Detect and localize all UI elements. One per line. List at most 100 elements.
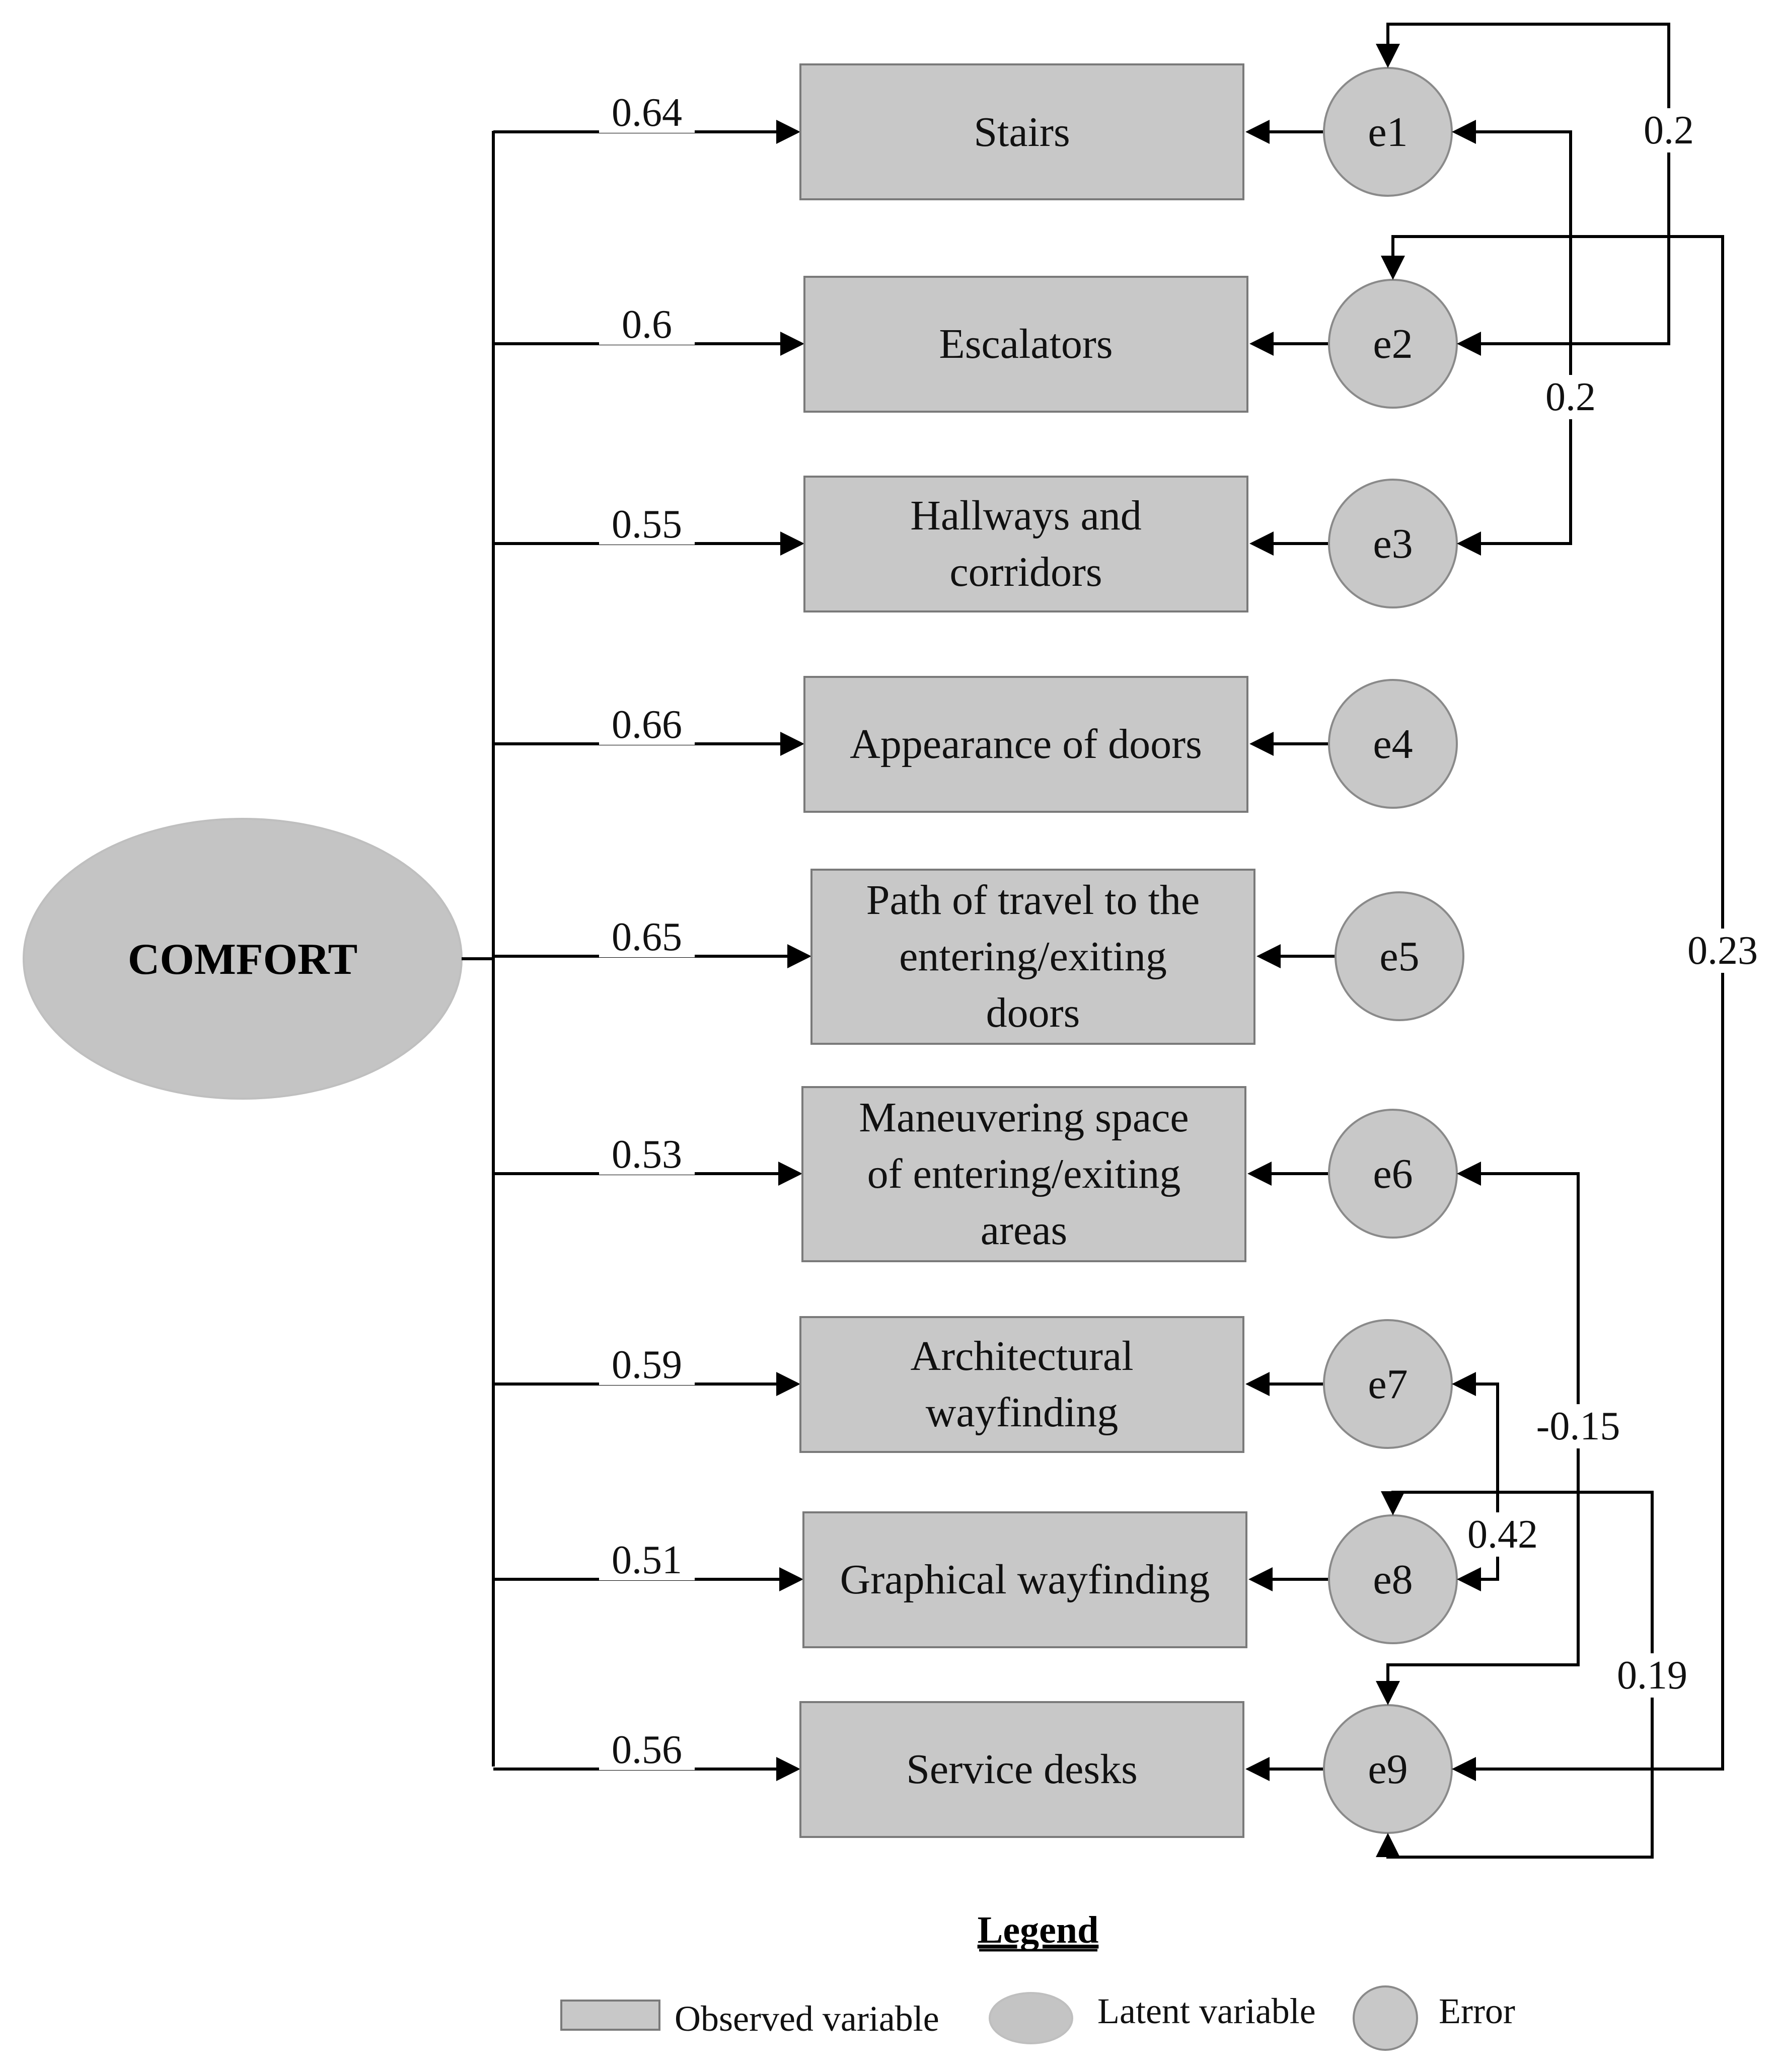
error-path-arrow (1245, 1372, 1270, 1396)
legend-latent-label: Latent variable (1097, 1991, 1316, 2031)
loading-arrow (776, 1372, 800, 1396)
error-label: e3 (1373, 520, 1413, 567)
loading-label-bg (599, 708, 695, 745)
latent-label: COMFORT (128, 935, 357, 984)
observed-label-line: Appearance of doors (850, 721, 1202, 768)
observed-box (803, 676, 1248, 813)
covariance-value: 0.19 (1617, 1653, 1687, 1698)
covariance-label-bg (1519, 1404, 1637, 1448)
error-path-arrow (1249, 332, 1274, 356)
observed-box (799, 1701, 1244, 1838)
covariance-path (1386, 23, 1670, 345)
legend-observed-label: Observed variable (675, 1999, 939, 2039)
observed-label-line: Maneuvering space (859, 1094, 1189, 1141)
error-path-arrow (1249, 732, 1274, 756)
covariance-e1-e2: 0.2 (1376, 23, 1707, 356)
legend-error-label: Error (1439, 1991, 1515, 2031)
covariance-arrow (1381, 256, 1405, 280)
observed-box (799, 63, 1244, 200)
error-path-arrow (1247, 1162, 1272, 1186)
loading-value: 0.65 (612, 915, 682, 959)
observed-box (810, 869, 1255, 1045)
covariance-label-bg (1674, 929, 1771, 973)
covariance-label-bg (1631, 108, 1707, 152)
loading-value: 0.53 (612, 1132, 682, 1177)
covariance-value: 0.23 (1687, 929, 1758, 973)
error-path-arrow (1245, 120, 1270, 144)
legend-observed-swatch (560, 2000, 660, 2031)
observed-label-line: Graphical wayfinding (840, 1556, 1210, 1603)
observed-box (799, 1316, 1244, 1453)
legend-latent-swatch (989, 1992, 1073, 2044)
loading-arrow (776, 120, 800, 144)
observed-label-line: Path of travel to the (866, 877, 1200, 924)
observed-box (801, 1086, 1246, 1262)
loading-arrow (779, 1567, 803, 1591)
observed-label-line: Service desks (906, 1746, 1138, 1793)
covariance-e2-e9: 0.23 (1381, 235, 1771, 1781)
error-label: e6 (1373, 1150, 1413, 1197)
loading-arrow (780, 531, 804, 556)
error-circle-e4 (1328, 679, 1458, 809)
covariance-arrow (1381, 1491, 1405, 1515)
observed-label-line: Escalators (939, 321, 1113, 367)
covariance-value: 0.2 (1644, 108, 1694, 152)
covariance-arrow (1452, 120, 1476, 144)
loading-value: 0.51 (612, 1538, 682, 1582)
error-label: e4 (1373, 721, 1413, 768)
loading-label-bg (599, 1733, 695, 1770)
covariance-arrow (1457, 332, 1481, 356)
error-label: e5 (1379, 933, 1419, 980)
legend: Legend Observed variable Latent variable… (560, 1909, 1515, 2051)
covariance-e7-e8: 0.42 (1452, 1372, 1551, 1591)
loading-value: 0.64 (612, 91, 682, 135)
loading-label-bg (599, 507, 695, 545)
error-label: e1 (1368, 109, 1408, 156)
observed-hallways: 0.55 Hallways and corridors e3 (493, 476, 1458, 612)
observed-label-line: areas (981, 1207, 1068, 1254)
covariance-arrow (1457, 1162, 1481, 1186)
error-label: e2 (1373, 321, 1413, 367)
legend-title: Legend (978, 1909, 1099, 1951)
covariance-label-bg (1604, 1653, 1700, 1698)
error-path-arrow (1245, 1757, 1270, 1781)
covariance-arrow (1452, 1757, 1476, 1781)
loading-arrow (776, 1757, 800, 1781)
error-label: e8 (1373, 1556, 1413, 1603)
latent-variable-comfort: COMFORT (23, 818, 463, 1100)
observed-label-line: Architectural (910, 1333, 1133, 1379)
observed-label-line: corridors (949, 549, 1102, 595)
covariance-value: -0.15 (1536, 1404, 1620, 1448)
loading-label-bg (599, 920, 695, 957)
observed-box (803, 276, 1248, 413)
error-path-arrow (1248, 1567, 1273, 1591)
covariance-value: 0.42 (1467, 1512, 1538, 1557)
covariance-arrow (1376, 1833, 1400, 1857)
covariance-label-bg (1533, 375, 1608, 419)
observed-path-of-travel: 0.65 Path of travel to the entering/exitin… (493, 869, 1464, 1045)
covariance-e1-e3: 0.2 (1452, 120, 1608, 556)
observed-label-line: Hallways and (910, 492, 1142, 539)
covariance-arrow (1452, 1372, 1476, 1396)
loading-value: 0.59 (612, 1343, 682, 1387)
loading-label-bg (599, 308, 695, 345)
loading-label-bg (599, 1137, 695, 1175)
loading-label-bg (599, 1348, 695, 1385)
error-label: e9 (1368, 1746, 1408, 1793)
loading-value: 0.56 (612, 1728, 682, 1772)
covariance-path (1391, 235, 1724, 1771)
covariance-arrow (1376, 44, 1400, 68)
covariance-value: 0.2 (1545, 375, 1596, 419)
loading-arrow (787, 944, 811, 968)
loading-value: 0.55 (612, 502, 682, 547)
covariance-path (1472, 1383, 1499, 1581)
covariance-arrow (1457, 531, 1481, 556)
error-circle-e5 (1335, 891, 1464, 1021)
observed-label-line: wayfinding (926, 1389, 1119, 1436)
observed-label-line: entering/exiting (899, 933, 1167, 980)
covariance-arrow (1376, 1681, 1400, 1705)
